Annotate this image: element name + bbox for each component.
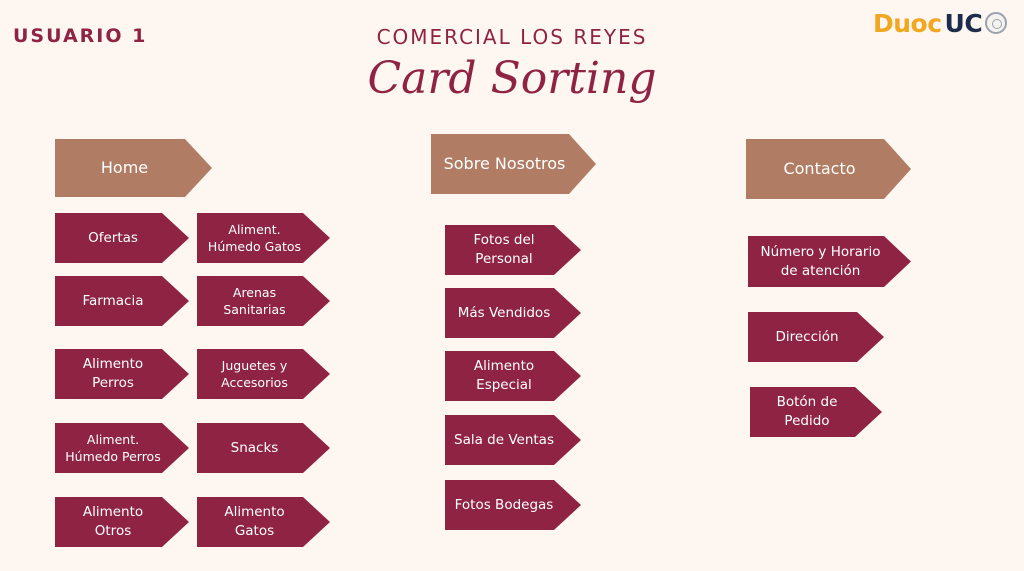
card-snacks[interactable]: Snacks	[197, 423, 330, 473]
category-label: Home	[100, 157, 149, 177]
category-label: Sobre Nosotros	[443, 153, 566, 173]
card-alimento-especial[interactable]: Alimento Especial	[445, 351, 581, 401]
category-card-sobre-nosotros[interactable]: Sobre Nosotros	[431, 134, 596, 194]
card-aliment-humedo-gatos[interactable]: Aliment. Húmedo Gatos	[197, 213, 330, 263]
user-label: USUARIO 1	[13, 25, 148, 47]
category-card-contacto[interactable]: Contacto	[746, 139, 911, 199]
duoc-uc-logo: Duoc UC	[873, 5, 1008, 41]
card-mas-vendidos[interactable]: Más Vendidos	[445, 288, 581, 338]
card-boton-pedido[interactable]: Botón de Pedido	[750, 387, 882, 437]
category-label: Contacto	[783, 158, 856, 178]
card-sala-ventas[interactable]: Sala de Ventas	[445, 415, 581, 465]
logo-uc-text: UC	[944, 8, 983, 38]
card-aliment-humedo-perros[interactable]: Aliment. Húmedo Perros	[55, 423, 189, 473]
card-ofertas[interactable]: Ofertas	[55, 213, 189, 263]
card-alimento-gatos[interactable]: Alimento Gatos	[197, 497, 330, 547]
card-fotos-bodegas[interactable]: Fotos Bodegas	[445, 480, 581, 530]
card-alimento-perros[interactable]: Alimento Perros	[55, 349, 189, 399]
card-fotos-personal[interactable]: Fotos del Personal	[445, 225, 581, 275]
card-farmacia[interactable]: Farmacia	[55, 276, 189, 326]
page-title: Card Sorting	[367, 53, 657, 104]
company-name: COMERCIAL LOS REYES	[376, 25, 648, 49]
logo-duoc-text: Duoc	[873, 8, 942, 38]
card-numero-horario[interactable]: Número y Horario de atención	[748, 236, 911, 287]
category-card-home[interactable]: Home	[55, 139, 212, 197]
university-seal-icon	[985, 12, 1008, 34]
card-juguetes-accesorios[interactable]: Juguetes y Accesorios	[197, 349, 330, 399]
card-direccion[interactable]: Dirección	[748, 312, 884, 362]
card-arenas-sanitarias[interactable]: Arenas Sanitarias	[197, 276, 330, 326]
card-alimento-otros[interactable]: Alimento Otros	[55, 497, 189, 547]
